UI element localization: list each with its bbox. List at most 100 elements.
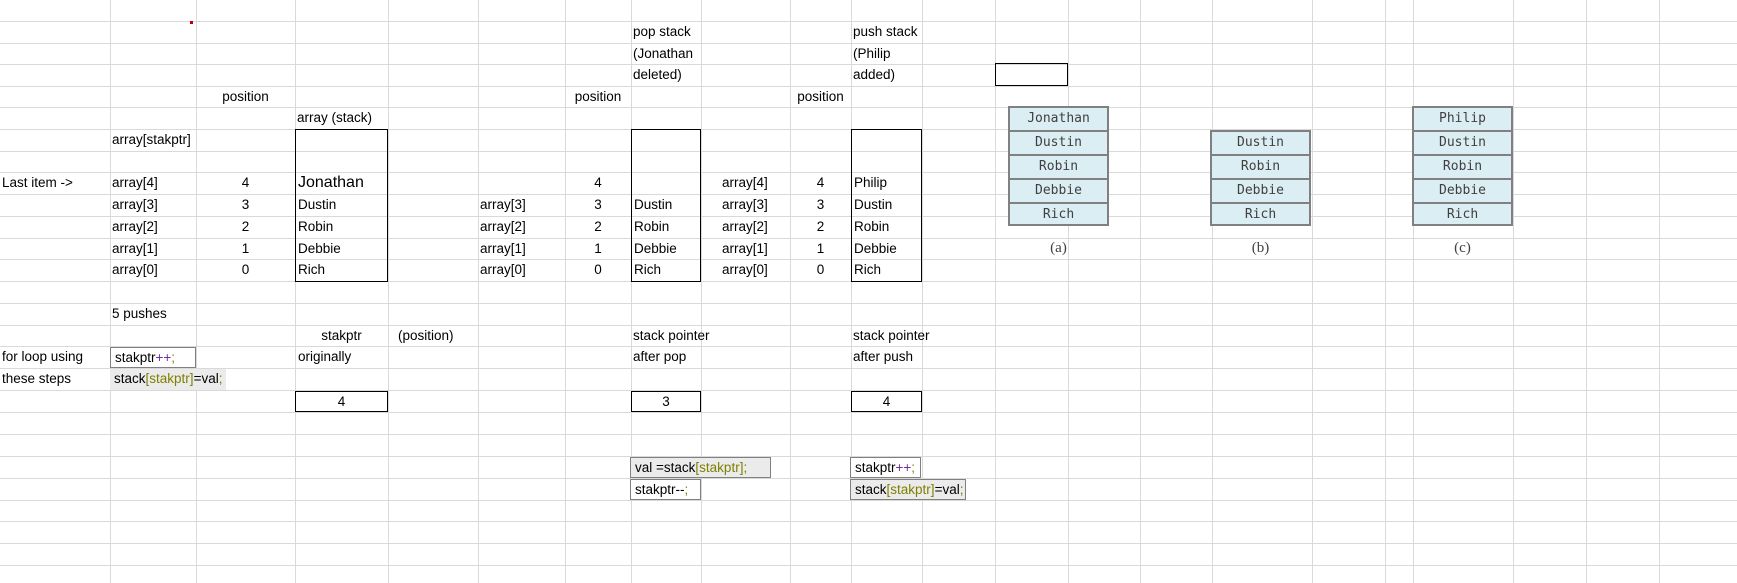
- five-pushes-label: 5 pushes: [112, 306, 167, 321]
- table-cell-value: Rich: [854, 262, 882, 277]
- code-token-semicolon: ;: [743, 460, 748, 475]
- table-row: array[3]: [722, 197, 768, 212]
- stack-column-outline-push: [851, 129, 922, 282]
- table-row: array[0]: [722, 262, 768, 277]
- code-token-semicolon: ;: [171, 350, 176, 365]
- stack-slot: Dustin: [1008, 130, 1109, 154]
- table-cell-position: 2: [241, 219, 250, 234]
- table-cell-position: 0: [241, 262, 250, 277]
- push-stack-title-line3: added): [853, 67, 896, 82]
- code-token-bracket-close: ]: [739, 460, 744, 475]
- table-cell-value: Dustin: [854, 197, 893, 212]
- stack-figure-c: Philip Dustin Robin Debbie Rich: [1412, 106, 1513, 226]
- pop-stack-title-line1: pop stack: [633, 24, 691, 39]
- table-row: array[1]: [112, 241, 158, 256]
- table-cell-position: 2: [816, 219, 825, 234]
- code-box-push-assign[interactable]: stack[stakptr]=val;: [850, 479, 966, 500]
- table-cell-value: Debbie: [298, 241, 341, 256]
- stack-slot: Debbie: [1008, 178, 1109, 202]
- code-token-semicolon: ;: [218, 371, 223, 386]
- stack-pointer-label-pop: stack pointer: [633, 328, 710, 343]
- stakptr-header: stakptr: [321, 328, 362, 343]
- code-box-push-loop-increment[interactable]: stakptr++;: [110, 347, 196, 368]
- table-cell-position: 4: [816, 175, 825, 190]
- table-row: array[3]: [480, 197, 526, 212]
- position-header-3: position: [797, 89, 844, 104]
- code-token-operator: ++: [155, 350, 172, 365]
- code-token-identifier: stakptr: [115, 350, 156, 365]
- stack-figure-a: Jonathan Dustin Robin Debbie Rich: [1008, 106, 1109, 226]
- pop-stack-title-line3: deleted): [633, 67, 682, 82]
- table-cell-value: Robin: [854, 219, 890, 234]
- table-cell-position: 1: [594, 241, 602, 256]
- table-cell-value: Jonathan: [298, 174, 364, 191]
- table-cell-position: 3: [816, 197, 825, 212]
- table-row: array[2]: [112, 219, 158, 234]
- code-token-identifier: stack: [855, 482, 887, 497]
- table-cell-value: Robin: [634, 219, 670, 234]
- stack-slot: Philip: [1412, 106, 1513, 130]
- code-box-push-increment[interactable]: stakptr++;: [850, 457, 921, 478]
- table-cell-value: Dustin: [298, 197, 337, 212]
- table-cell-value: Rich: [298, 262, 326, 277]
- figure-caption-c: (c): [1454, 240, 1471, 256]
- code-token-identifier: stakptr: [855, 460, 896, 475]
- after-pop-label: after pop: [633, 349, 687, 364]
- code-token-identifier: stakptr: [635, 482, 676, 497]
- stack-slot: Robin: [1412, 154, 1513, 178]
- code-token-semicolon: ;: [684, 482, 689, 497]
- push-stack-title-line1: push stack: [853, 24, 918, 39]
- stack-slot: Rich: [1210, 202, 1311, 226]
- code-token-variable: stakptr: [890, 482, 931, 497]
- table-cell-value: Philip: [854, 175, 888, 190]
- table-cell-position: 2: [594, 219, 602, 234]
- code-token-bracket-close: ]: [930, 482, 935, 497]
- array-stack-header: array (stack): [297, 110, 373, 125]
- stack-slot: Rich: [1412, 202, 1513, 226]
- table-cell-value: Dustin: [634, 197, 673, 212]
- code-token-variable: stakptr: [699, 460, 740, 475]
- table-row: array[4]: [112, 175, 158, 190]
- figure-caption-a: (a): [1050, 240, 1067, 256]
- code-box-pop-decrement[interactable]: stakptr--;: [630, 479, 701, 500]
- stack-slot: Jonathan: [1008, 106, 1109, 130]
- table-row: array[2]: [480, 219, 526, 234]
- code-token-assign: =val: [934, 482, 960, 497]
- table-cell-position: 3: [594, 197, 602, 212]
- pointer-value-originally: 4: [295, 391, 388, 412]
- stack-slot: Dustin: [1210, 130, 1311, 154]
- stack-slot: Robin: [1210, 154, 1311, 178]
- stack-figure-b: Dustin Robin Debbie Rich: [1210, 130, 1311, 226]
- stack-pointer-label-push: stack pointer: [853, 328, 930, 343]
- empty-outline-box-top: [995, 63, 1068, 86]
- table-cell-position: 0: [816, 262, 825, 277]
- table-row: array[0]: [480, 262, 526, 277]
- pointer-value-after-push: 4: [851, 391, 922, 412]
- table-row: array[0]: [112, 262, 158, 277]
- stack-slot: Rich: [1008, 202, 1109, 226]
- code-token-bracket-open: [: [886, 482, 891, 497]
- code-token-semicolon: ;: [959, 482, 964, 497]
- code-token-bracket-open: [: [695, 460, 700, 475]
- red-marker-dot: [190, 21, 193, 24]
- code-token-identifier: stack: [114, 371, 146, 386]
- code-box-pop-read[interactable]: val =stack[stakptr];: [630, 457, 771, 478]
- last-item-label: Last item ->: [2, 175, 73, 190]
- push-stack-title-line2: (Philip: [853, 46, 891, 61]
- code-box-push-loop-assign[interactable]: stack[stakptr]=val;: [110, 369, 226, 390]
- position-header-2: position: [574, 89, 622, 104]
- figure-caption-b: (b): [1251, 240, 1270, 256]
- table-cell-position: 1: [241, 241, 250, 256]
- table-cell-value: Rich: [634, 262, 662, 277]
- table-row: array[4]: [722, 175, 768, 190]
- code-token-variable: stakptr: [149, 371, 190, 386]
- stack-slot: Debbie: [1412, 178, 1513, 202]
- table-cell-position: 0: [594, 262, 602, 277]
- code-token-assign: =val: [193, 371, 219, 386]
- table-cell-position: 4: [594, 175, 602, 190]
- table-row: array[1]: [480, 241, 526, 256]
- originally-label: originally: [298, 349, 352, 364]
- table-row: array[2]: [722, 219, 768, 234]
- stack-column-outline-initial: [295, 129, 388, 282]
